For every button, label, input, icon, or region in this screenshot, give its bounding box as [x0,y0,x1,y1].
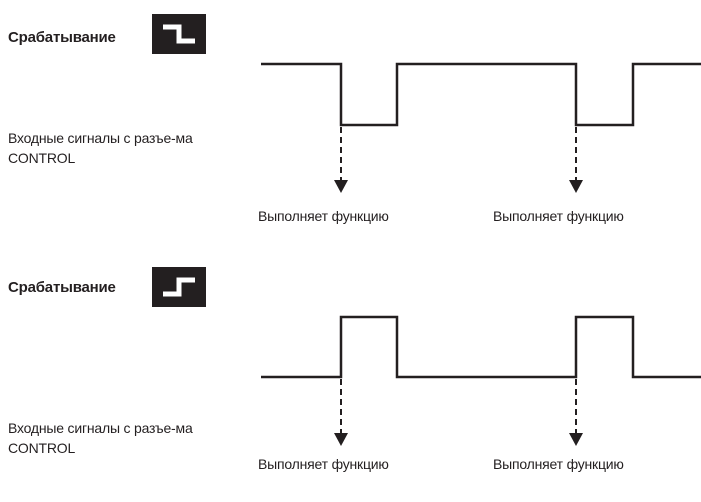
input-signal-label: Входные сигналы с разъе-ма CONTROL [8,130,193,166]
rising-edge-icon [152,267,206,307]
rising-edge-waveform [261,315,701,446]
trigger-arrow-head [569,433,583,446]
action-label: Выполняет функцию [258,208,389,224]
action-label: Выполняет функцию [493,456,624,472]
action-label: Выполняет функцию [493,208,624,224]
trigger-arrow-head [569,180,583,193]
trigger-title: Срабатывание [8,279,116,296]
falling-edge-section: Срабатывание Входные сигналы с разъе-ма … [8,14,701,224]
trigger-arrow-head [334,180,348,193]
rising-edge-section: Срабатывание Входные сигналы с разъе-ма … [0,251,701,502]
falling-edge-waveform [261,62,701,193]
trigger-arrow-head [334,433,348,446]
signal-line [261,62,701,127]
input-signal-label: Входные сигналы с разъе-ма CONTROL [8,420,193,456]
action-label: Выполняет функцию [258,456,389,472]
falling-edge-icon [152,14,206,54]
signal-line [261,315,701,379]
trigger-title: Срабатывание [8,29,116,46]
